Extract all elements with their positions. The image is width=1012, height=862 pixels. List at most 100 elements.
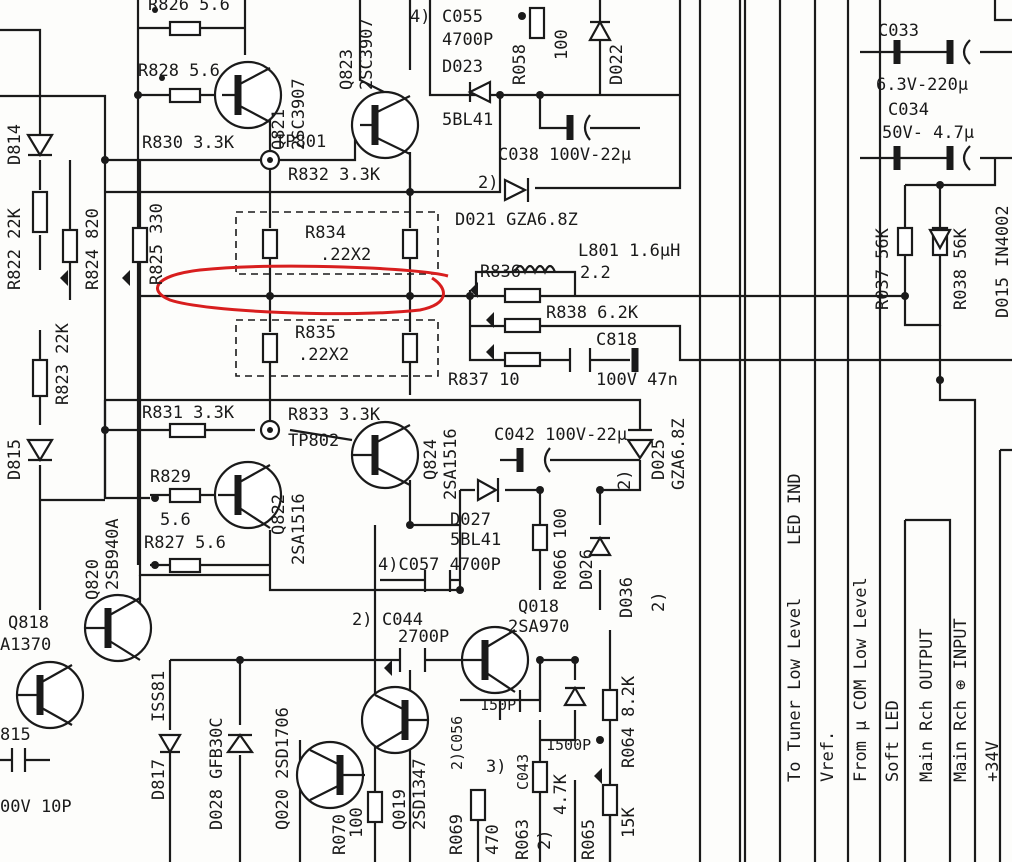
label-r070-val: 100: [347, 807, 367, 838]
label-d815b: 815: [0, 725, 31, 745]
test-points: [259, 149, 281, 441]
label-d026: D026: [577, 549, 597, 590]
label-q818-type: A1370: [0, 635, 51, 655]
label-c057: 4)C057 4700P: [378, 555, 501, 575]
label-q823: Q823: [337, 49, 357, 90]
resistor-r826: [168, 20, 202, 37]
resistor-r070: [366, 790, 384, 824]
label-r058-val: 100: [552, 29, 572, 60]
diode-d817: [158, 733, 182, 755]
label-r835-val: .22X2: [298, 345, 349, 365]
label-r831: R831 3.3K: [142, 403, 235, 423]
label-c056-val: 150P: [480, 696, 516, 714]
label-r063-val: 4.7K: [551, 773, 571, 815]
label-c055-val: 4700P: [442, 30, 493, 50]
diode-d022: [588, 19, 612, 42]
signal-main-in: Main Rch ⊕ INPUT: [951, 618, 971, 782]
resistor-r063: [531, 760, 549, 794]
resistor-r066: [531, 523, 549, 552]
label-r833: R833 3.3K: [288, 405, 381, 425]
label-d023: D023: [442, 57, 483, 77]
label-d021-prefix: 2): [478, 173, 498, 193]
label-r829-val: 5.6: [160, 510, 191, 530]
resistor-r838: [503, 317, 542, 334]
signal-led-ind: LED IND: [785, 473, 805, 545]
label-c043: C043: [514, 754, 532, 790]
r834-block: [235, 211, 439, 275]
label-r069-val: 470: [483, 824, 503, 855]
label-l801-val: 2.2: [580, 263, 611, 283]
diode-d814: [26, 133, 54, 158]
label-q822: Q822: [269, 494, 289, 535]
transistor-q018: [460, 625, 530, 695]
resistor-r824: [61, 228, 79, 264]
label-r063: R063: [513, 819, 533, 860]
label-q018-type: 2SA970: [508, 617, 569, 637]
label-q820: Q820: [83, 559, 103, 600]
label-c818-val: 100V 47n: [596, 370, 678, 390]
label-d028: D028 GFB30C: [207, 717, 227, 830]
resistor-r836: [503, 287, 542, 304]
resistor-r834a: [261, 228, 279, 260]
label-d021: D021 GZA6.8Z: [455, 210, 578, 230]
transistor-q824: [350, 420, 420, 490]
signal-vref: Vref.: [818, 731, 838, 782]
diode-d023: [467, 80, 492, 104]
label-d022: D022: [607, 44, 627, 85]
label-q822-type: 2SA1516: [289, 493, 309, 565]
resistors: [31, 6, 949, 824]
label-r038: R038 56K: [951, 227, 971, 310]
label-q824-type: 2SA1516: [441, 428, 461, 500]
label-d817: D817: [149, 759, 169, 800]
resistor-r825: [131, 226, 149, 264]
label-r826: R826 5.6: [148, 0, 230, 15]
resistor-r058: [528, 6, 546, 40]
resistor-r834b: [401, 228, 419, 260]
label-d023-type: 5BL41: [442, 110, 493, 130]
label-q020: Q020 2SD1706: [273, 707, 293, 830]
label-q019: Q019: [390, 789, 410, 830]
label-c044: C044: [382, 610, 423, 630]
label-d817-type: ISS81: [149, 671, 169, 722]
label-r037: R037 56K: [873, 227, 893, 310]
label-tp801: TP801: [275, 132, 326, 152]
label-r837: R837 10: [448, 370, 520, 390]
r835-block: [235, 319, 439, 377]
label-c044-prefix: 2): [352, 610, 372, 630]
label-r829: R829: [150, 467, 191, 487]
label-q818: Q818: [8, 613, 49, 633]
label-r832: R832 3.3K: [288, 165, 381, 185]
transistors: [15, 60, 530, 810]
label-c056: 2)C056: [448, 716, 466, 770]
label-d036-prefix: 2): [649, 592, 669, 612]
resistor-r037: [896, 226, 914, 257]
label-c055: C055: [442, 7, 483, 27]
transistor-q822: [213, 460, 283, 530]
label-r064: R064 8.2K: [619, 675, 639, 768]
label-r835: R835: [295, 323, 336, 343]
resistor-r831: [168, 422, 207, 439]
resistor-r837: [503, 351, 542, 368]
label-d815: D815: [5, 439, 25, 480]
label-r070: R070: [330, 814, 350, 855]
label-r827: R827 5.6: [144, 533, 226, 553]
label-d025-prefix: 2): [615, 470, 635, 490]
resistor-r828: [168, 87, 202, 104]
label-r834-val: .22X2: [320, 245, 371, 265]
diodes: [26, 19, 952, 755]
label-c042: C042 100V-22µ: [494, 425, 627, 445]
label-r058: R058: [510, 44, 530, 85]
label-d025-type: GZA6.8Z: [669, 418, 689, 490]
label-r830: R830 3.3K: [142, 133, 235, 153]
resistor-r829: [168, 487, 202, 504]
label-note3: 3): [486, 757, 506, 777]
signal-from-com: From µ COM Low Level: [851, 577, 871, 782]
arrow-markers: [60, 270, 602, 784]
label-q018: Q018: [518, 597, 559, 617]
label-d814: D814: [5, 124, 25, 165]
label-r825: R825 330: [147, 203, 167, 285]
label-r838: R838 6.2K: [546, 303, 639, 323]
resistor-r822: [31, 190, 49, 234]
